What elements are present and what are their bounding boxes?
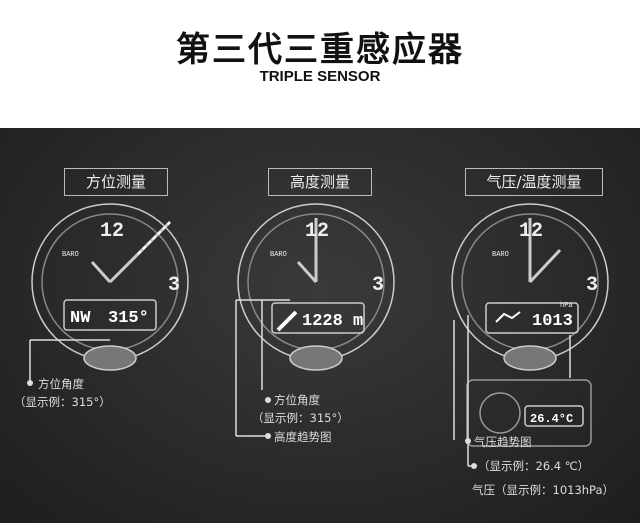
page-title: 第三代三重感应器 bbox=[176, 30, 464, 70]
header: 第三代三重感应器 TRIPLE SENSOR bbox=[0, 0, 640, 128]
note-direction-example: （显示例：315°） bbox=[14, 395, 111, 409]
dial-3: 3 bbox=[372, 274, 384, 297]
note-pressure-trend: 气压趋势图 bbox=[474, 435, 532, 449]
baro-label: BARO bbox=[270, 251, 287, 259]
dial-12: 12 bbox=[519, 220, 543, 243]
lcd-temperature: 26.4°C bbox=[530, 412, 573, 426]
note-temperature-example: （显示例：26.4 ℃） bbox=[478, 459, 590, 473]
section-label-altitude: 高度测量 bbox=[268, 168, 372, 196]
lcd-unit: hPa bbox=[560, 302, 573, 310]
dial-12: 12 bbox=[100, 220, 124, 243]
dial-3: 3 bbox=[168, 274, 180, 297]
dial-3: 3 bbox=[586, 274, 598, 297]
page-subtitle: TRIPLE SENSOR bbox=[259, 68, 381, 85]
note-altitude-angle: 方位角度 bbox=[274, 393, 320, 407]
section-label-direction: 方位测量 bbox=[64, 168, 168, 196]
lcd-pressure: 1013 bbox=[532, 312, 573, 331]
lcd-direction: NW bbox=[70, 309, 91, 328]
sensor-panel bbox=[0, 128, 640, 523]
altitude-graph-icon bbox=[276, 310, 298, 332]
baro-label: BARO bbox=[492, 251, 509, 259]
watch-direction bbox=[29, 203, 189, 383]
lcd-degrees: 315° bbox=[108, 309, 149, 328]
watch-altitude bbox=[235, 203, 395, 437]
pressure-graph-icon bbox=[495, 311, 521, 323]
note-direction-angle: 方位角度 bbox=[38, 377, 84, 391]
note-pressure-example: 气压（显示例：1013hPa） bbox=[472, 483, 615, 497]
baro-label: BARO bbox=[62, 251, 79, 259]
lcd-altitude: 1228 m bbox=[302, 312, 363, 331]
watch-pressure bbox=[451, 203, 609, 467]
dial-12: 12 bbox=[305, 220, 329, 243]
note-altitude-trend: 高度趋势图 bbox=[274, 430, 332, 444]
note-altitude-example: （显示例：315°） bbox=[252, 411, 349, 425]
section-label-pressure: 气压/温度测量 bbox=[465, 168, 603, 196]
